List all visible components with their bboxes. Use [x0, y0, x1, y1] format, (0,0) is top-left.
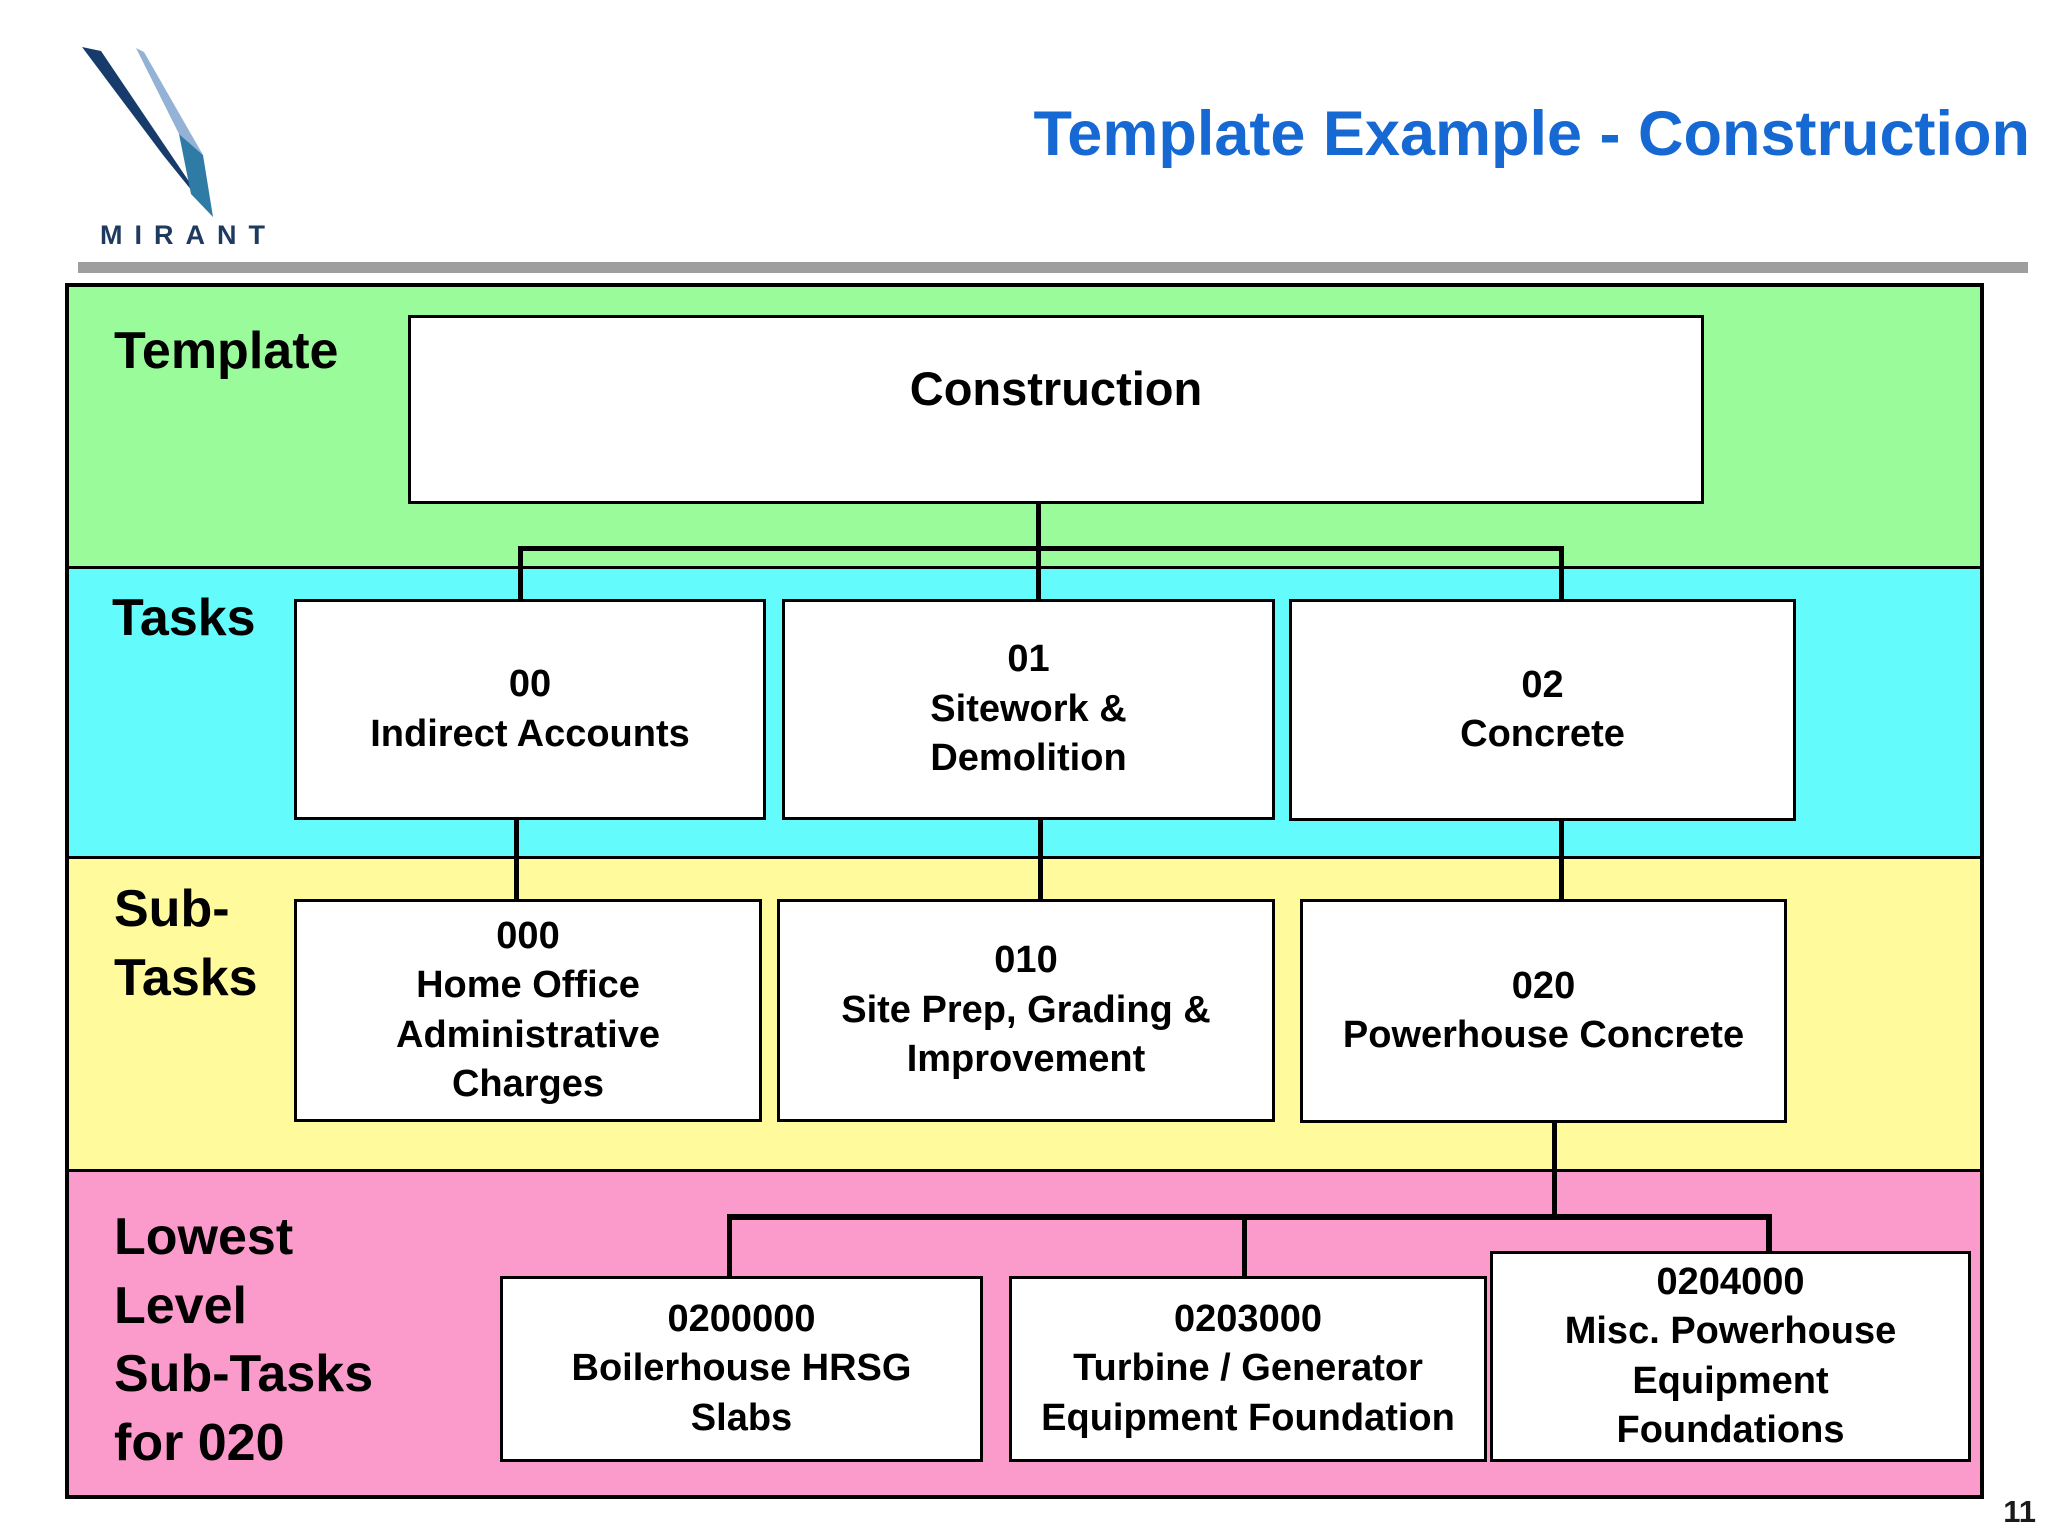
- page-title: Template Example - Construction: [1033, 99, 2031, 169]
- lowest-box-0203000: 0203000 Turbine / Generator Equipment Fo…: [1009, 1276, 1487, 1462]
- page-number: 11: [2003, 1494, 2036, 1529]
- connector-02-to-020: [1559, 819, 1564, 902]
- lowest-code: 0200000: [667, 1297, 816, 1340]
- connector-00-to-000: [514, 818, 519, 902]
- subtask-box-000: 000 Home Office Administrative Charges: [294, 899, 762, 1122]
- subtask-box-010: 010 Site Prep, Grading & Improvement: [777, 899, 1275, 1122]
- task-name: Sitework & Demolition: [930, 687, 1127, 780]
- connector-drop-0203000: [1242, 1214, 1247, 1277]
- subtask-box-020: 020 Powerhouse Concrete: [1300, 899, 1787, 1123]
- lowest-code: 0204000: [1656, 1260, 1805, 1303]
- lowest-code: 0203000: [1174, 1297, 1322, 1340]
- subtask-name: Site Prep, Grading & Improvement: [841, 988, 1211, 1081]
- connector-020-to-lowest: [1552, 1123, 1557, 1219]
- connector-drop-task-00: [518, 546, 523, 602]
- task-name: Indirect Accounts: [370, 712, 690, 755]
- template-box-construction: Construction: [408, 315, 1704, 504]
- connector-template-to-tasks: [1036, 501, 1041, 602]
- task-box-02: 02 Concrete: [1289, 599, 1796, 821]
- connector-drop-0204000: [1766, 1214, 1772, 1252]
- subtask-code: 010: [994, 939, 1058, 982]
- lowest-name: Misc. Powerhouse Equipment Foundations: [1564, 1310, 1897, 1451]
- band-label-lowest-level: Lowest Level Sub-Tasks for 020: [114, 1208, 374, 1472]
- band-label-subtasks: Sub- Tasks: [114, 880, 258, 1007]
- connector-lowest-horizontal: [727, 1214, 1772, 1220]
- task-box-00: 00 Indirect Accounts: [294, 599, 766, 820]
- connector-drop-0200000: [727, 1214, 732, 1277]
- subtask-name: Powerhouse Concrete: [1342, 1014, 1745, 1056]
- subtask-name: Home Office Administrative Charges: [396, 964, 660, 1105]
- lowest-name: Boilerhouse HRSG Slabs: [571, 1347, 912, 1439]
- subtask-code: 000: [496, 914, 560, 957]
- connector-drop-task-02: [1559, 546, 1564, 602]
- mirant-wordmark: MIRANT: [100, 220, 277, 250]
- mirant-logo-icon: [82, 47, 213, 217]
- task-code: 01: [1007, 638, 1050, 681]
- band-label-template: Template: [114, 322, 339, 380]
- task-box-01: 01 Sitework & Demolition: [782, 599, 1275, 820]
- wbs-diagram: Template Tasks Sub- Tasks Lowest Level S…: [65, 283, 1984, 1499]
- task-code: 00: [508, 663, 552, 706]
- connector-01-to-010: [1038, 818, 1043, 902]
- template-box-label: Construction: [909, 361, 1203, 415]
- task-code: 02: [1521, 663, 1564, 706]
- lowest-name: Turbine / Generator Equipment Foundation: [1041, 1347, 1455, 1439]
- subtask-code: 020: [1511, 964, 1576, 1007]
- band-label-tasks: Tasks: [112, 589, 256, 647]
- header-divider: [78, 262, 2028, 273]
- connector-tasks-horizontal: [518, 546, 1564, 551]
- lowest-box-0200000: 0200000 Boilerhouse HRSG Slabs: [500, 1276, 983, 1462]
- lowest-box-0204000: 0204000 Misc. Powerhouse Equipment Found…: [1490, 1251, 1971, 1462]
- task-name: Concrete: [1460, 713, 1625, 755]
